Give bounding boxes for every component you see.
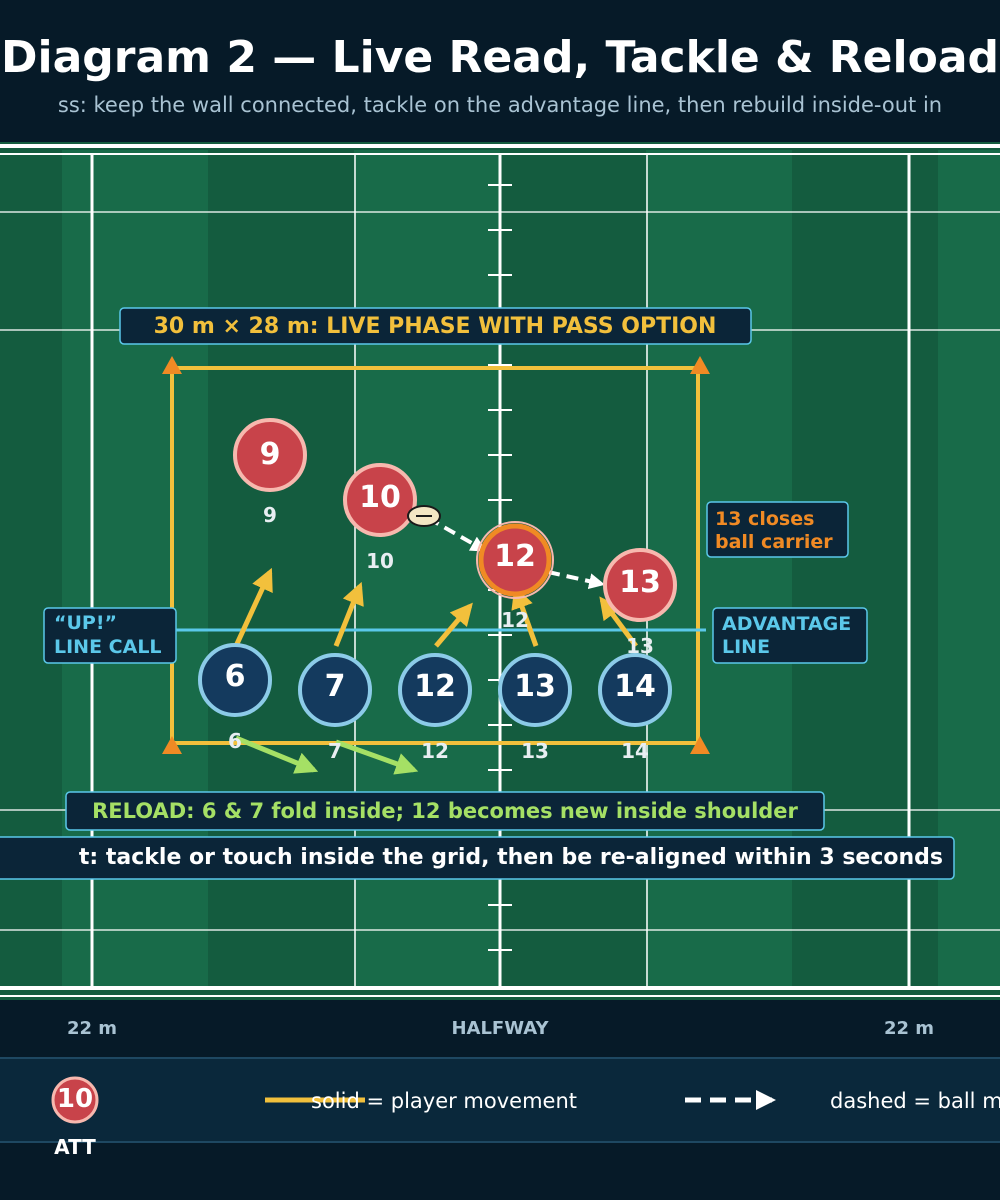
- grid-label-text: 30 m × 28 m: LIVE PHASE WITH PASS OPTION: [154, 314, 717, 339]
- axis-label-right: 22 m: [884, 1018, 934, 1039]
- defender-6: 6 6: [198, 643, 272, 753]
- header-background: [0, 0, 1000, 142]
- movement-arrow: [434, 602, 473, 648]
- advantage-label-line1: ADVANTAGE: [722, 613, 851, 635]
- defender-7: 7 7: [298, 653, 372, 763]
- reload-note: RELOAD: 6 & 7 fold inside; 12 becomes ne…: [65, 791, 825, 831]
- reload-arrow: [235, 735, 319, 774]
- closes-note-line2: ball carrier: [715, 531, 833, 553]
- movement-arrow: [333, 581, 364, 647]
- attacker-group: 9 9 10 10 12 12 13 13: [233, 418, 677, 658]
- up-line-call: “UP!” LINE CALL: [43, 607, 177, 664]
- movement-arrow: [599, 596, 639, 648]
- defender-number: 7: [325, 669, 346, 704]
- target-note-text: t: tackle or touch inside the grid, then…: [79, 845, 943, 870]
- legend-attacker-label: ATT: [54, 1135, 96, 1159]
- defender-number: 14: [614, 669, 656, 704]
- up-call-line2: LINE CALL: [54, 636, 162, 658]
- advantage-label-line2: LINE: [722, 636, 770, 658]
- defender-number: 13: [514, 669, 556, 704]
- closes-note: 13 closes ball carrier: [706, 501, 849, 558]
- defender-13: 13 13: [498, 653, 572, 763]
- defender-number: 12: [414, 669, 456, 704]
- grid-cones: [162, 356, 710, 754]
- axis-label-center: HALFWAY: [451, 1018, 549, 1039]
- legend-attacker-number: 10: [57, 1084, 93, 1114]
- attacker-tag: 10: [366, 549, 394, 573]
- pass-arrow: [427, 516, 487, 552]
- cone-marker: [162, 356, 182, 374]
- advantage-line-label: ADVANTAGE LINE: [712, 607, 868, 664]
- reload-arrows: [235, 735, 419, 775]
- defender-tag: 12: [421, 739, 449, 763]
- defender-tag: 14: [621, 739, 649, 763]
- defender-movement-arrows: [233, 567, 639, 648]
- legend-attacker-icon: [51, 1076, 99, 1124]
- attacker-tag: 9: [263, 503, 277, 527]
- attacker-number: 13: [619, 565, 661, 600]
- drill-grid: [170, 366, 700, 745]
- defender-tag: 13: [521, 739, 549, 763]
- legend-solid-label: solid = player movement: [311, 1089, 577, 1113]
- legend-dashed-label: dashed = ball m: [830, 1089, 1000, 1113]
- attacker-12-ball-carrier: 12 12: [476, 521, 554, 632]
- axis-label-left: 22 m: [67, 1018, 117, 1039]
- closes-note-line1: 13 closes: [715, 508, 814, 530]
- up-call-line1: “UP!”: [54, 612, 117, 634]
- attacker-number: 12: [494, 539, 536, 574]
- attacker-tag: 12: [501, 608, 529, 632]
- axis-strip: [0, 1000, 1000, 1058]
- movement-arrow: [511, 585, 539, 647]
- defender-tag: 7: [328, 739, 342, 763]
- cone-marker: [162, 736, 182, 754]
- cone-marker: [690, 356, 710, 374]
- page-subtitle: ss: keep the wall connected, tackle on t…: [58, 93, 942, 117]
- target-note: t: tackle or touch inside the grid, then…: [0, 836, 955, 880]
- attacker-number: 10: [359, 480, 401, 515]
- pass-option-arrow: [547, 570, 606, 590]
- defender-tag: 6: [228, 729, 242, 753]
- defender-group: 6 6 7 7 12 12 13 13 14 14: [198, 643, 672, 763]
- attacker-number: 9: [260, 437, 281, 472]
- defender-14: 14 14: [598, 653, 672, 763]
- movement-arrow: [233, 567, 273, 648]
- attacker-10: 10 10: [343, 463, 417, 573]
- grid-label: 30 m × 28 m: LIVE PHASE WITH PASS OPTION: [119, 307, 752, 345]
- attacker-13: 13 13: [603, 548, 677, 658]
- page-title: Diagram 2 — Live Read, Tackle & Reload: [1, 32, 999, 83]
- attacker-9: 9 9: [233, 418, 307, 527]
- rugby-ball-icon: [407, 505, 441, 527]
- cone-marker: [690, 736, 710, 754]
- defender-number: 6: [225, 659, 246, 694]
- reload-note-text: RELOAD: 6 & 7 fold inside; 12 becomes ne…: [92, 799, 798, 823]
- defender-12: 12 12: [398, 653, 472, 763]
- legend: 10 ATT solid = player movement dashed = …: [0, 1057, 1000, 1159]
- reload-arrow: [335, 739, 419, 775]
